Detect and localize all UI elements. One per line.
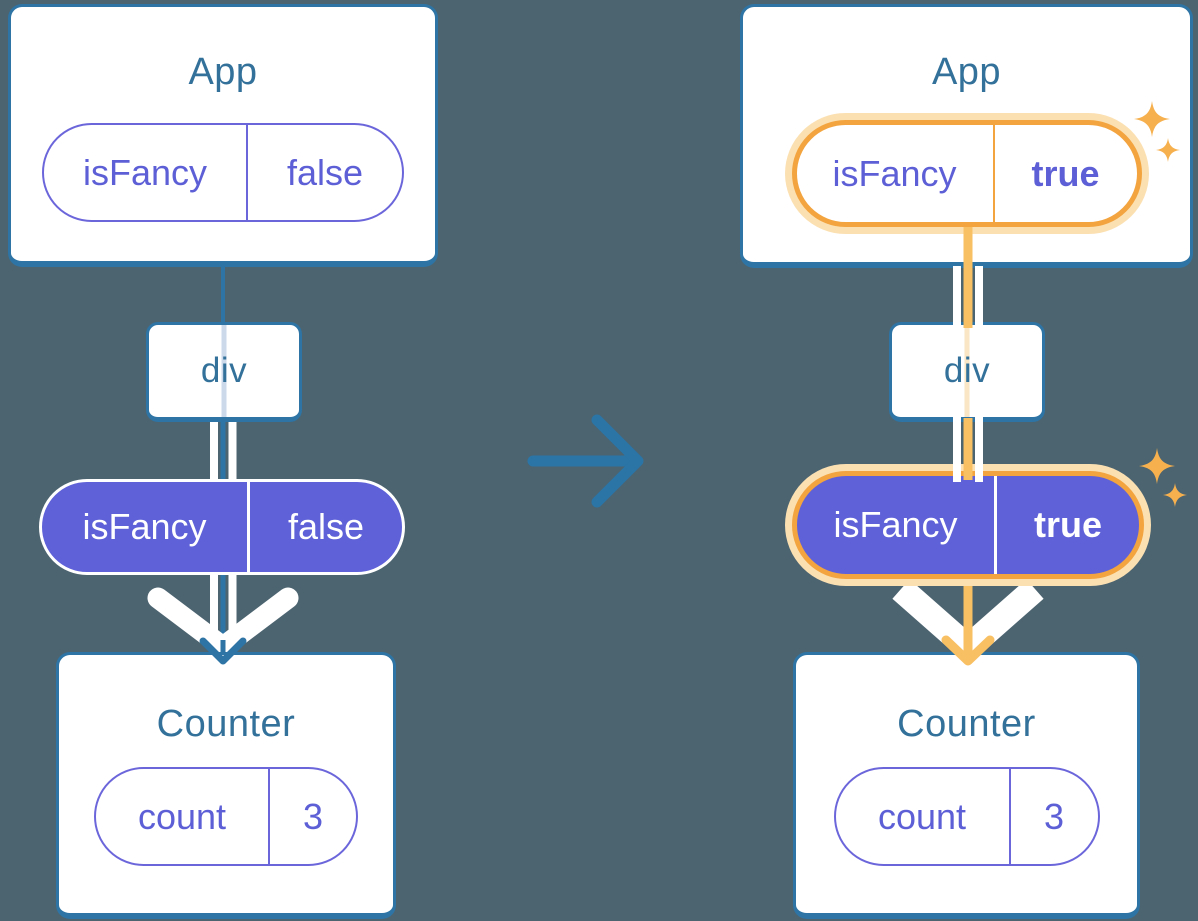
prop-value: false — [287, 506, 365, 547]
state-value: 3 — [302, 795, 324, 837]
state-key: isFancy — [797, 125, 995, 222]
prop-value: true — [1033, 504, 1102, 545]
left-prop-pill: isFancy false — [39, 479, 405, 575]
state-value: true — [1031, 152, 1100, 194]
left-counter-title: Counter — [156, 703, 296, 745]
left-div-title: div — [200, 351, 248, 390]
sparkles-icon — [1139, 448, 1187, 507]
state-key: count — [836, 769, 1011, 864]
right-app-state-pill-highlighted: isFancy true — [791, 120, 1142, 227]
left-app-box: App isFancy false — [8, 4, 438, 267]
left-counter-state-pill: count 3 — [94, 767, 358, 866]
right-white-chevron-icon — [892, 579, 1044, 661]
right-app-box: App isFancy true — [740, 4, 1193, 268]
left-counter-box: Counter count 3 — [56, 652, 396, 919]
left-app-title: App — [188, 51, 258, 93]
state-value: 3 — [1043, 795, 1065, 837]
left-white-chevron-icon — [147, 587, 299, 658]
right-counter-state-pill: count 3 — [833, 767, 1100, 866]
left-div-box: div — [146, 322, 302, 422]
left-div-thru-line — [221, 325, 227, 417]
arrow-right-icon — [527, 414, 644, 508]
prop-key: isFancy — [42, 482, 250, 572]
right-counter-box: Counter count 3 — [793, 652, 1140, 919]
right-div-box: div — [889, 322, 1045, 422]
right-div-title: div — [943, 351, 991, 390]
right-div-thru-line — [964, 325, 970, 417]
state-key: isFancy — [44, 125, 248, 220]
right-arrowhead-icon — [941, 586, 995, 666]
right-prop-pill-highlighted: isFancy true — [792, 471, 1144, 579]
left-app-state-pill: isFancy false — [42, 123, 404, 222]
left-pill-to-counter-flow-line — [210, 572, 237, 642]
right-app-title: App — [931, 51, 1002, 93]
state-value: false — [286, 151, 364, 193]
right-counter-title: Counter — [897, 703, 1036, 745]
prop-key: isFancy — [797, 476, 997, 574]
state-key: count — [96, 769, 270, 864]
left-div-to-pill-flow-line — [210, 420, 237, 486]
